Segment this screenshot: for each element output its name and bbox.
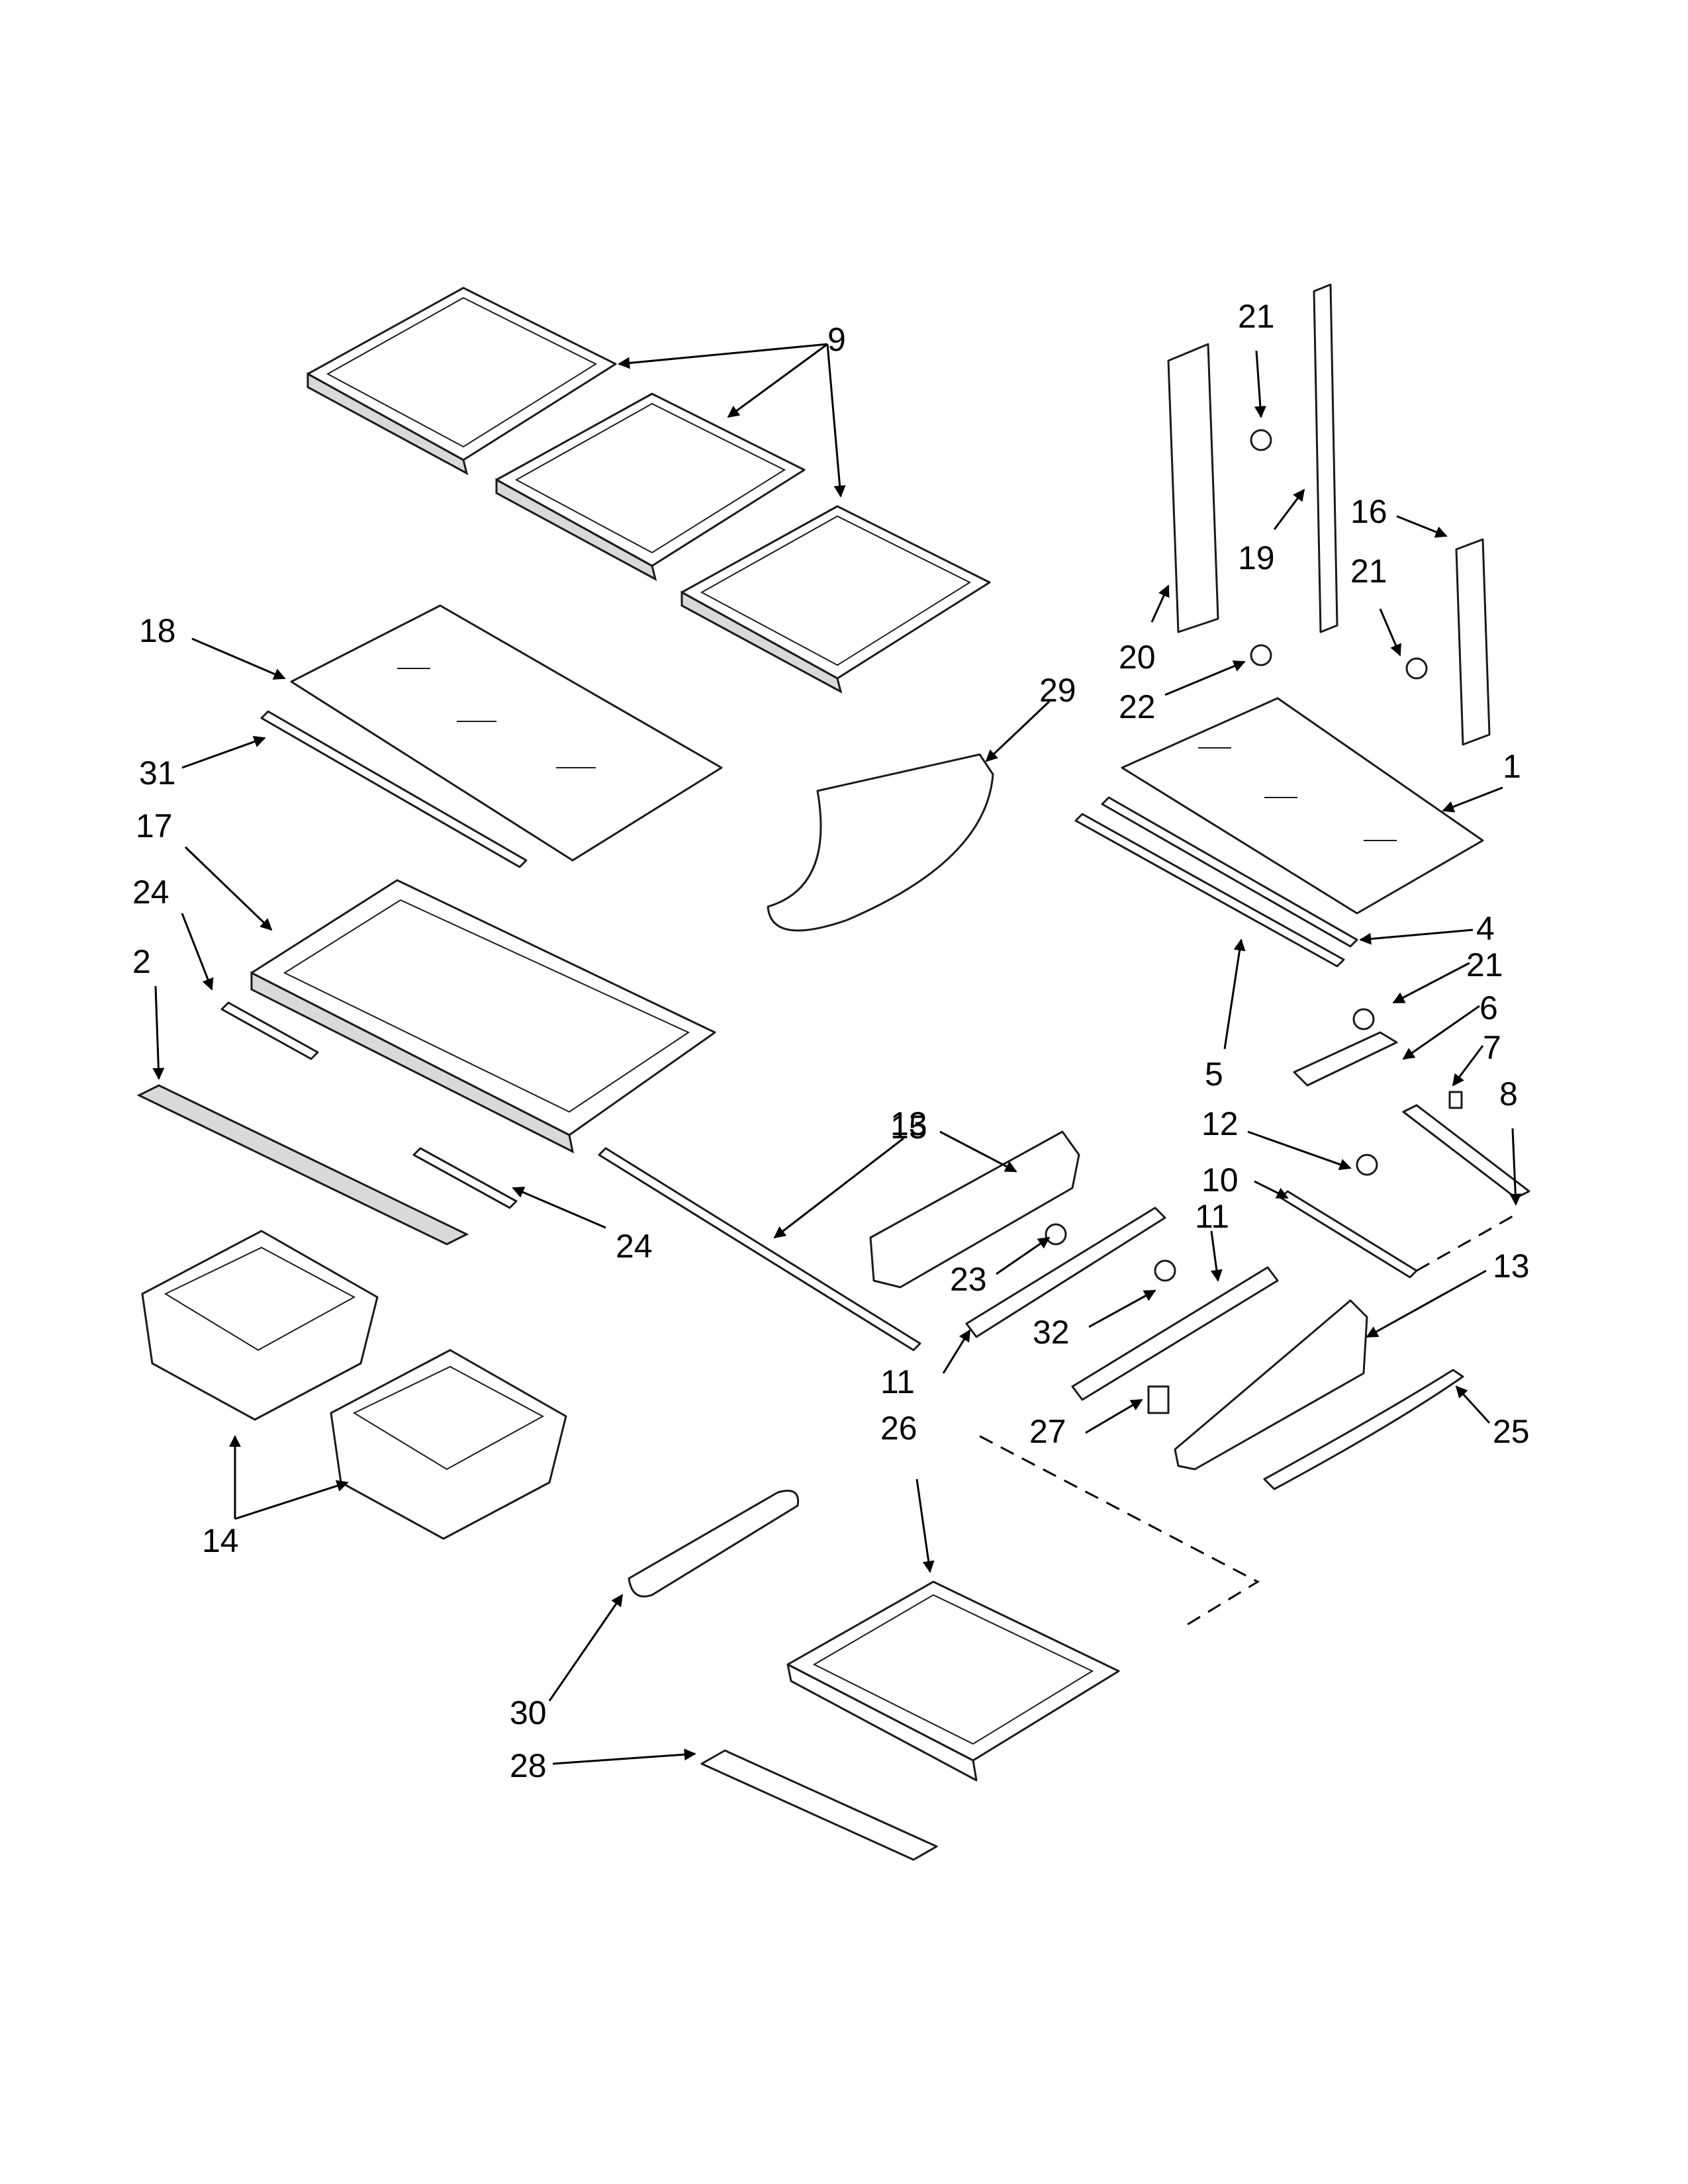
rail-19 [1313, 283, 1338, 633]
callout-13-left: 13 [890, 1105, 927, 1142]
callout-27: 27 [1029, 1413, 1066, 1450]
callout-30: 30 [510, 1694, 547, 1731]
rail-20 [1167, 343, 1219, 633]
shelf-frame-top-left [306, 287, 617, 475]
screw-21-bracket [1352, 1008, 1375, 1030]
callout-11-bottom: 11 [880, 1363, 915, 1400]
callout-1: 1 [1503, 748, 1521, 785]
trim-strip-31 [260, 710, 528, 868]
callout-21-top: 21 [1238, 298, 1275, 335]
screw-32 [1154, 1259, 1176, 1282]
trim-strip-5 [1074, 813, 1345, 968]
shelf-frame-bottom-right [680, 505, 991, 694]
crisper-drawer-right [330, 1349, 567, 1540]
callout-14: 14 [202, 1522, 239, 1559]
callout-5: 5 [1205, 1056, 1223, 1093]
clip-27 [1147, 1385, 1170, 1414]
callout-21-right: 21 [1350, 553, 1387, 590]
slide-10 [1280, 1190, 1418, 1279]
rail-16 [1455, 538, 1491, 746]
rail-8 [1402, 1104, 1530, 1199]
callout-22: 22 [1119, 688, 1156, 725]
clip-7 [1448, 1091, 1463, 1109]
callout-20: 20 [1119, 639, 1156, 676]
callout-4: 4 [1476, 910, 1495, 947]
callout-6: 6 [1479, 989, 1498, 1026]
callout-23: 23 [950, 1261, 987, 1298]
callout-8: 8 [1499, 1075, 1518, 1113]
crisper-shelf-frame [250, 879, 716, 1154]
callout-21-bracket: 21 [1466, 946, 1503, 983]
assembly-guide [979, 1435, 1260, 1629]
bracket-13-right [1174, 1299, 1368, 1471]
callout-24-bottom: 24 [616, 1228, 653, 1265]
callout-7: 7 [1483, 1029, 1501, 1066]
screw-12 [1356, 1154, 1378, 1176]
glass-shelf-right [1121, 697, 1484, 915]
callout-18: 18 [139, 612, 176, 649]
callout-19: 19 [1238, 539, 1275, 576]
callout-29: 29 [1039, 672, 1076, 709]
callout-13-right: 13 [1493, 1248, 1530, 1285]
slide-24-left [220, 1001, 319, 1060]
callout-28: 28 [510, 1747, 547, 1784]
curved-cover-29 [767, 753, 994, 932]
slide-11-right [1071, 1266, 1279, 1401]
screw-21-top [1250, 429, 1272, 451]
callout-24-top: 24 [132, 874, 169, 911]
bracket-13-left [869, 1130, 1080, 1289]
callout-labels: 9 21 19 16 21 20 22 18 29 31 1 17 24 4 2… [132, 298, 1530, 1784]
callout-16: 16 [1350, 493, 1387, 530]
leader-lines [152, 343, 1522, 1765]
callout-17: 17 [136, 807, 173, 844]
callout-15: 15 [890, 1109, 927, 1146]
glass-shelf-left [290, 604, 723, 862]
callout-11-top: 11 [1195, 1198, 1229, 1235]
slide-24-center [412, 1147, 518, 1209]
callout-31: 31 [139, 754, 176, 792]
screw-22 [1250, 644, 1272, 666]
trim-2 [136, 1084, 469, 1246]
callout-9: 9 [827, 321, 846, 358]
rod-25 [1263, 1369, 1464, 1490]
handle-28 [700, 1749, 938, 1861]
trim-strip-4 [1101, 796, 1358, 948]
assembly-guide-2 [1416, 1213, 1517, 1272]
shelf-frame-middle [495, 392, 806, 581]
callout-2: 2 [132, 943, 151, 980]
pantry-drawer-26 [786, 1580, 1120, 1782]
slide-11-left [965, 1206, 1166, 1338]
screw-21-right [1405, 657, 1428, 680]
screw-23 [1045, 1223, 1067, 1246]
callout-26: 26 [880, 1410, 917, 1447]
callout-10: 10 [1201, 1161, 1239, 1199]
callout-32: 32 [1033, 1314, 1070, 1351]
callout-25: 25 [1493, 1413, 1530, 1450]
rod-15 [598, 1147, 921, 1351]
callout-12: 12 [1201, 1105, 1239, 1142]
crisper-drawer-left [141, 1230, 379, 1421]
bracket-6 [1293, 1031, 1398, 1087]
divider-30 [628, 1490, 800, 1598]
